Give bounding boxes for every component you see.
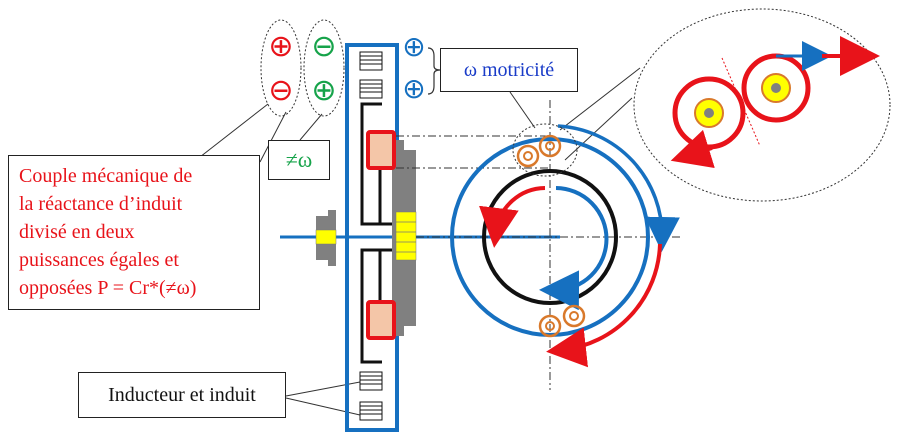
zoom-bubble bbox=[633, 8, 891, 202]
couple-line-3: divisé en deux bbox=[19, 221, 135, 243]
leader-couple bbox=[259, 111, 287, 163]
coil-bottom bbox=[359, 371, 383, 421]
inducteur-induit-label: Inducteur et induit bbox=[78, 372, 286, 418]
zoom-gear-right bbox=[741, 53, 811, 123]
left-hub-yellow bbox=[315, 229, 337, 245]
plus-symbol-red: ⊕ bbox=[268, 29, 293, 64]
polarity-group-red-green bbox=[260, 19, 302, 117]
planet-gears-bottom bbox=[538, 304, 586, 338]
leader-couple2 bbox=[199, 103, 269, 158]
minus-symbol-red: ⊖ bbox=[268, 73, 293, 108]
omega-motricite-label: ω motricité bbox=[440, 48, 578, 92]
leader-omega bbox=[509, 91, 536, 129]
zoom-arrow-left bbox=[670, 129, 715, 169]
roller-bottom bbox=[366, 300, 396, 340]
couple-line-4: puissances égales et bbox=[19, 249, 179, 271]
plus-symbol-green: ⊕ bbox=[311, 73, 336, 108]
couple-mecanique-label: Couple mécanique de la réactance d’indui… bbox=[8, 155, 260, 310]
roller-top bbox=[366, 130, 396, 170]
zoom-gear-left bbox=[672, 76, 746, 150]
leader-diff bbox=[299, 113, 323, 141]
inner-blue-arrow bbox=[539, 186, 609, 311]
couple-line-5: opposées P = Cr*(≠ω) bbox=[19, 277, 197, 299]
outer-blue-arrow bbox=[557, 124, 680, 252]
diff-omega-label: ≠ω bbox=[268, 140, 330, 180]
polarity-group-green bbox=[303, 19, 345, 117]
planet-gears-top bbox=[512, 123, 578, 177]
outer-red-arrow bbox=[546, 243, 662, 368]
plus-symbol-blue-bottom: ⊕ bbox=[402, 72, 425, 105]
central-yellow bbox=[395, 211, 417, 261]
inner-red-arrow bbox=[479, 186, 546, 248]
leader-zoom-top bbox=[559, 67, 641, 131]
leader-zoom-bottom bbox=[564, 97, 633, 161]
plus-symbol-blue-top: ⊕ bbox=[402, 30, 425, 63]
coil-top bbox=[359, 51, 383, 99]
brace bbox=[427, 47, 441, 95]
couple-line-2: la réactance d’induit bbox=[19, 193, 183, 215]
minus-symbol-green: ⊖ bbox=[311, 29, 336, 64]
couple-line-1: Couple mécanique de bbox=[19, 165, 193, 187]
